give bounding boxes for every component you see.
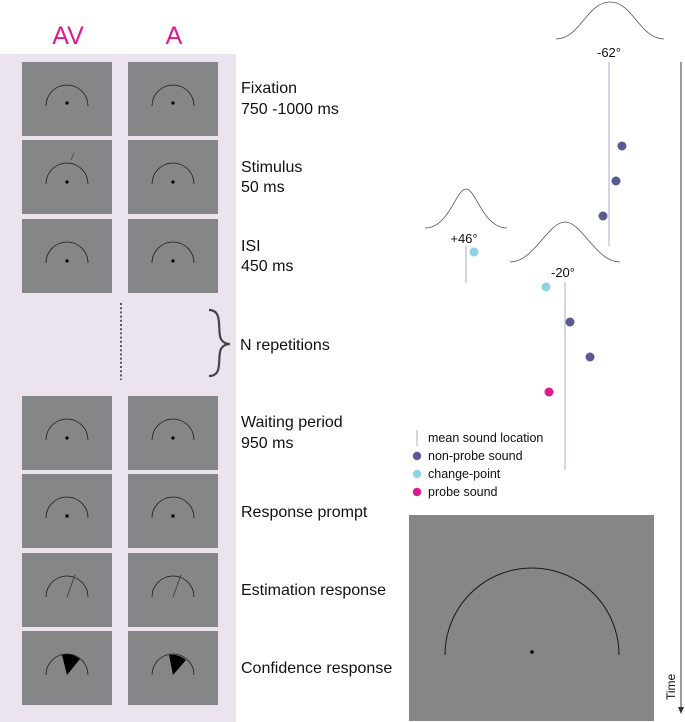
repetition-brace [208,308,231,378]
legend-dot-non-probe [412,451,422,461]
sound-dot-change-point [541,282,551,292]
stage-fixation-name: Fixation [241,80,297,97]
location-label-2: +46° [450,231,477,246]
stage-estimation-name: Estimation response [241,582,386,599]
screen-av-fixation [22,62,112,136]
screen-av-stimulus [22,140,112,214]
screen-av-waiting [22,396,112,470]
location-label-1: -62° [597,45,621,60]
stage-waiting-duration: 950 ms [241,435,293,452]
legend-dot-probe [412,487,422,497]
distribution-curve-2 [424,188,508,229]
sound-dot-non-probe [565,317,575,327]
time-axis-label: Time [664,673,678,700]
screen-a-waiting [128,396,218,470]
enlarged-response-screen [409,515,654,721]
stage-stimulus-duration: 50 ms [241,179,285,196]
screen-a-stimulus [128,140,218,214]
location-label-3: -20° [551,265,575,280]
screen-av-prompt [22,474,112,548]
stage-isi-name: ISI [241,238,261,255]
legend: mean sound location non-probe sound chan… [412,430,543,499]
condition-label-a: A [166,22,183,50]
legend-label-change-point: change-point [428,467,501,481]
sound-dot-change-point [469,247,479,257]
screen-a-fixation [128,62,218,136]
legend-label-probe: probe sound [428,485,498,499]
time-axis-arrowhead [678,707,684,714]
screen-a-confidence [128,631,218,705]
screen-av-isi [22,219,112,293]
legend-label-non-probe: non-probe sound [428,449,523,463]
distribution-curve-1 [555,1,665,40]
screen-a-estimation [128,553,218,627]
sound-dot-non-probe [611,176,621,186]
stage-stimulus-name: Stimulus [241,159,302,176]
sound-dot-probe [544,387,554,397]
stage-waiting-name: Waiting period [241,414,343,431]
screen-a-isi [128,219,218,293]
screen-a-prompt [128,474,218,548]
stage-prompt-name: Response prompt [241,504,368,521]
stage-repetitions-name: N repetitions [240,337,330,354]
legend-label-mean: mean sound location [428,431,543,445]
stage-confidence-name: Confidence response [241,660,392,677]
screen-av-confidence [22,631,112,705]
condition-label-av: AV [52,22,84,50]
distribution-curve-3 [509,221,621,263]
screen-av-estimation [22,553,112,627]
stage-isi-duration: 450 ms [241,258,293,275]
legend-dot-change-point [412,469,422,479]
sound-dot-non-probe [598,211,608,221]
sound-dot-non-probe [585,352,595,362]
sound-dot-non-probe [617,141,627,151]
stage-fixation-duration: 750 -1000 ms [241,101,339,118]
